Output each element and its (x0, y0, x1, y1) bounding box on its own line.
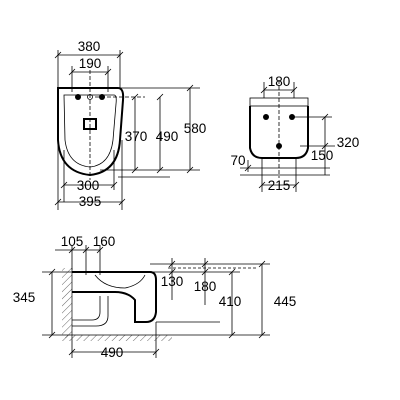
dim-580: 580 (184, 121, 207, 136)
dim-300: 300 (77, 178, 100, 193)
dim-180-side: 180 (194, 279, 217, 294)
dim-215: 215 (268, 178, 291, 193)
rear-view-fixing-hole-left (263, 114, 269, 120)
side-view: 105 160 345 130 180 410 445 490 (13, 234, 297, 360)
top-view-bowl-outline (57, 87, 125, 177)
dim-490: 490 (156, 129, 179, 144)
dim-370: 370 (125, 129, 148, 144)
top-view: 380 190 370 490 580 300 395 (54, 39, 207, 210)
rear-view: 180 320 150 70 215 (230, 74, 359, 193)
dim-160: 160 (93, 234, 116, 249)
dim-490-side: 490 (101, 345, 124, 360)
dim-445: 445 (274, 294, 297, 309)
dim-320: 320 (337, 135, 360, 150)
side-view-bowl-inner (94, 274, 146, 289)
dim-150: 150 (311, 148, 334, 163)
dim-345: 345 (13, 290, 36, 305)
side-view-drain-pipe (72, 296, 109, 327)
side-view-floor (62, 335, 172, 341)
dim-70: 70 (230, 153, 245, 168)
dim-380: 380 (78, 39, 101, 54)
dim-105: 105 (61, 234, 84, 249)
dim-190: 190 (79, 56, 102, 71)
top-view-tap-hole-left (75, 94, 81, 100)
side-view-wall (62, 268, 72, 338)
dim-180-rear: 180 (268, 74, 291, 89)
dim-410: 410 (219, 294, 242, 309)
side-view-bowl-outline (72, 271, 157, 323)
dim-395: 395 (79, 194, 102, 209)
dim-130: 130 (161, 274, 184, 289)
